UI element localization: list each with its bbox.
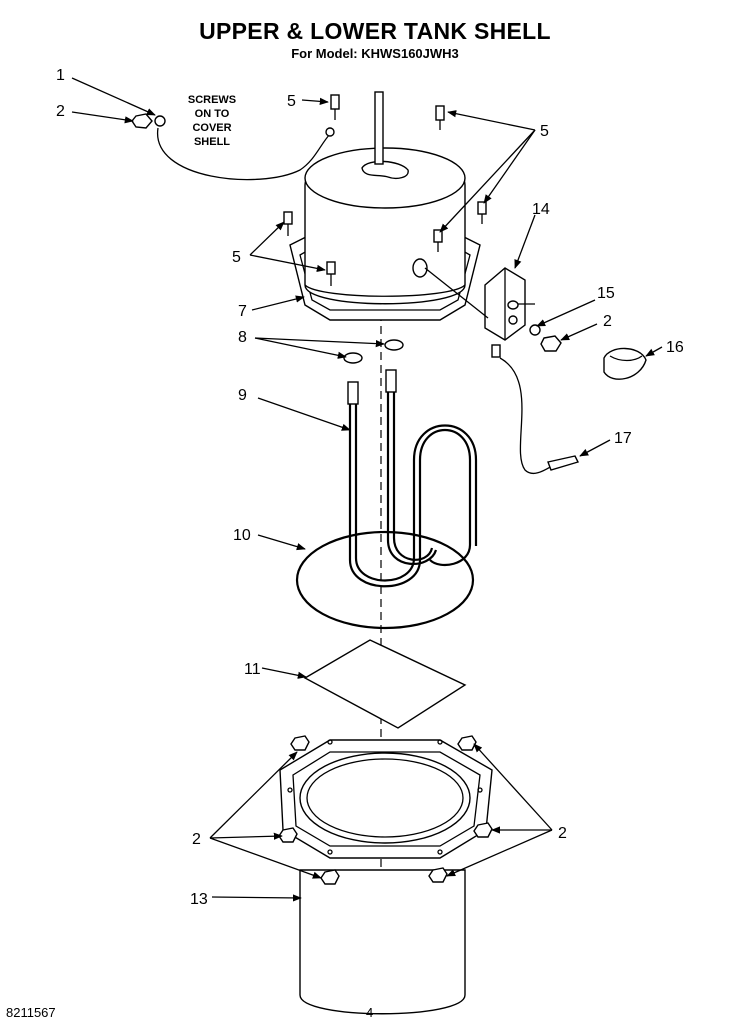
washer <box>529 324 541 336</box>
screw-icon <box>326 261 336 286</box>
callout-8: 8 <box>238 329 247 346</box>
screws-note: SCREWS ON TO COVER SHELL <box>188 94 236 148</box>
callout-5-left: 5 <box>232 249 241 266</box>
callout-17: 17 <box>614 430 632 447</box>
page-title: UPPER & LOWER TANK SHELL <box>199 18 551 44</box>
nut-icon <box>473 822 493 838</box>
callout-2-lower-right: 2 <box>558 825 567 842</box>
nut-icon <box>457 735 477 751</box>
svg-text:SHELL: SHELL <box>194 136 230 148</box>
svg-text:ON TO: ON TO <box>195 108 230 120</box>
callout-14: 14 <box>532 201 550 218</box>
o-ring <box>343 352 363 364</box>
callout-15: 15 <box>597 285 615 302</box>
nut-icon <box>278 827 298 843</box>
heating-element <box>347 369 478 588</box>
callout-13: 13 <box>190 891 208 908</box>
screw-icon <box>433 229 443 252</box>
callout-7: 7 <box>238 303 247 320</box>
ground-wire <box>131 113 335 181</box>
screw-icon <box>435 105 445 130</box>
thermostat-wire <box>491 344 579 474</box>
page-number: 4 <box>366 1005 374 1020</box>
leader-lines <box>71 77 663 902</box>
svg-text:COVER: COVER <box>192 122 231 134</box>
o-ring <box>384 339 404 351</box>
thermostat-block <box>424 267 535 341</box>
document-number: 8211567 <box>6 1005 56 1020</box>
insulation-pad <box>303 639 467 729</box>
upper-tank-shell <box>289 91 481 321</box>
callout-2-nut: 2 <box>56 103 65 120</box>
callout-2-lower-left: 2 <box>192 831 201 848</box>
callout-9: 9 <box>238 387 247 404</box>
callout-5-top: 5 <box>287 93 296 110</box>
model-subtitle: For Model: KHWS160JWH3 <box>291 46 459 61</box>
gasket <box>295 530 475 630</box>
screw-icon <box>477 201 487 224</box>
callout-2-thermostat-nut: 2 <box>603 313 612 330</box>
control-knob <box>603 347 647 380</box>
callout-11: 11 <box>244 661 261 678</box>
callout-10: 10 <box>233 527 251 544</box>
nut-icon <box>428 867 448 883</box>
screw-icon <box>283 211 293 236</box>
callout-16: 16 <box>666 339 684 356</box>
screw-icon <box>330 94 340 120</box>
callout-5-right: 5 <box>540 123 549 140</box>
callout-1: 1 <box>56 67 65 84</box>
lower-tank-shell <box>279 739 493 1015</box>
nut <box>540 335 562 352</box>
nut-icon <box>290 735 310 751</box>
svg-text:SCREWS: SCREWS <box>188 94 236 106</box>
